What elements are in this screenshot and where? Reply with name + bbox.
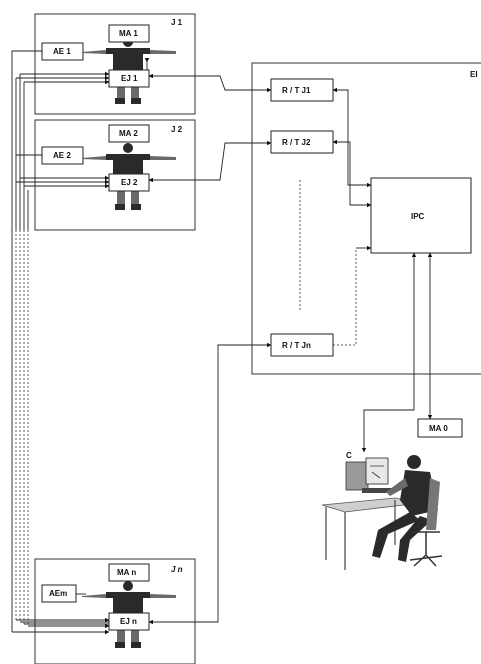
ae-label-j1: AE 1 — [53, 47, 71, 56]
ma-box-j2 — [108, 124, 150, 143]
computer-label: C — [346, 451, 352, 460]
left-bus-wires — [11, 50, 110, 635]
ma0-box — [417, 418, 463, 438]
rt-label-jn: R / T Jn — [282, 341, 311, 350]
ma-box-j1 — [108, 24, 150, 43]
unit-j1-label: J 1 — [171, 18, 183, 27]
operator-head — [407, 455, 421, 469]
ej-rt-links — [148, 73, 272, 625]
station-label: EI — [470, 70, 478, 79]
monitor — [345, 461, 369, 491]
unit-jn-label: J n — [171, 565, 183, 574]
ae-label-jn: AEm — [49, 589, 67, 598]
player-figure-j1 — [82, 37, 176, 104]
ej-label-j1: EJ 1 — [121, 74, 138, 83]
station: EI R / T J1 R / T J2 R / T Jn IPC — [251, 62, 481, 375]
ma-label-jn: MA n — [117, 568, 136, 577]
ipc-operator-links: MA 0 — [361, 252, 463, 453]
chair — [426, 478, 440, 530]
unit-jn: J n MA n AEm EJ n — [34, 558, 196, 664]
rt-label-j1: R / T J1 — [282, 86, 311, 95]
ipc-label: IPC — [411, 212, 425, 221]
rt-label-j2: R / T J2 — [282, 138, 311, 147]
unit-j1: J 1 MA 1 AE 1 EJ 1 — [34, 13, 196, 115]
ae-label-j2: AE 2 — [53, 151, 71, 160]
ej-label-jn: EJ n — [120, 617, 137, 626]
ej-label-j2: EJ 2 — [121, 178, 138, 187]
unit-j1-frame — [34, 13, 196, 115]
ma-label-j1: MA 1 — [119, 29, 138, 38]
operator-workstation: C — [321, 451, 443, 570]
ae-box-j1 — [41, 42, 84, 61]
ae-box-jn — [41, 584, 77, 603]
ma0-label: MA 0 — [429, 424, 448, 433]
ae-box-j2 — [41, 146, 84, 165]
unit-j2-label: J 2 — [171, 125, 183, 134]
unit-j2: J 2 MA 2 AE 2 EJ 2 — [34, 119, 196, 231]
ma-label-j2: MA 2 — [119, 129, 138, 138]
ipc-box — [370, 177, 472, 254]
